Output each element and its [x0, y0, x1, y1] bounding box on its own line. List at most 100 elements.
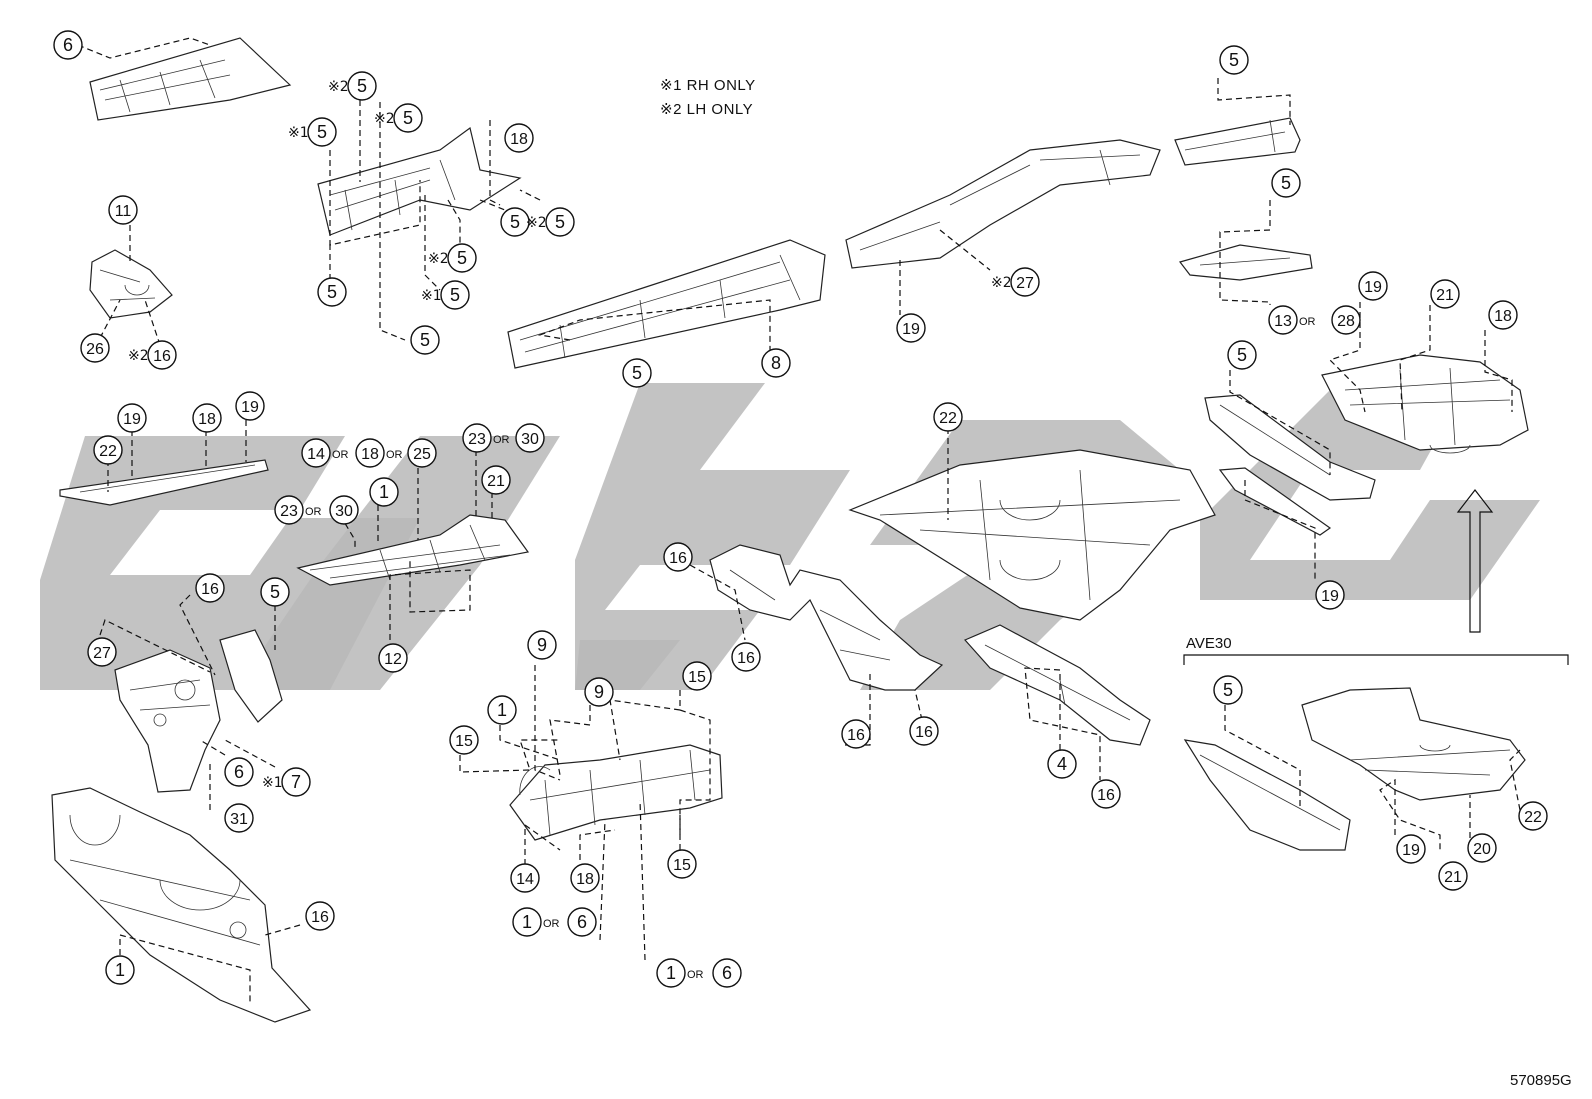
legend-note-lh: ※2 LH ONLY [660, 101, 753, 118]
part-ave30-crossmember [1183, 739, 1351, 851]
callout-5: 5 [317, 277, 347, 307]
callout-16: 16 [663, 542, 693, 572]
callout-number: 18 [1494, 308, 1512, 325]
callout-number: 1 [379, 482, 389, 502]
lh-only-marker: ※2 [991, 275, 1012, 291]
callout-circle [87, 637, 117, 667]
callout-circle [93, 435, 123, 465]
callout-14: 14 [510, 863, 540, 893]
callout-28: 28 [1331, 305, 1361, 335]
callout-circle [281, 767, 311, 797]
callout-circle [462, 423, 492, 453]
callout-8: 8 [761, 348, 791, 378]
part-front-side-member [507, 239, 826, 369]
lh-only-marker: ※2 [374, 111, 395, 127]
callout-circle [235, 391, 265, 421]
callout-5: 5 [1227, 340, 1257, 370]
callout-circle [584, 677, 614, 707]
callout-1: 1 [105, 955, 135, 985]
callout-5: 5 [260, 577, 290, 607]
callout-number: 19 [241, 399, 259, 416]
callout-5: 5※2 [328, 71, 377, 101]
callout-circle [570, 863, 600, 893]
callout-16: 16 [1091, 779, 1121, 809]
callout-number: 5 [1237, 345, 1247, 365]
callout-number: 5 [555, 212, 565, 232]
callout-circle [1467, 833, 1497, 863]
callout-5: 5 [500, 207, 530, 237]
callout-circle [1213, 675, 1243, 705]
callout-5: 5※2 [428, 243, 477, 273]
callout-20: 20 [1467, 833, 1497, 863]
callout-number: 28 [1337, 313, 1355, 330]
or-label: OR [687, 969, 704, 981]
callout-circle [567, 907, 597, 937]
figure-code: 570895G [1510, 1072, 1572, 1089]
callout-circle [512, 907, 542, 937]
callout-16: 16 [195, 573, 225, 603]
callout-number: 15 [455, 733, 473, 750]
callout-circle [896, 313, 926, 343]
callout-6: 6 [712, 958, 742, 988]
callout-circle [369, 477, 399, 507]
callout-number: 30 [335, 503, 353, 520]
callout-circle [274, 495, 304, 525]
callout-circle [515, 423, 545, 453]
callout-number: 5 [632, 363, 642, 383]
callout-5: 5 [1271, 168, 1301, 198]
callout-number: 18 [576, 871, 594, 888]
part-cowl-side [114, 649, 221, 793]
callout-number: 23 [468, 431, 486, 448]
callout-18: 18 [570, 863, 600, 893]
callout-19: 19 [235, 391, 265, 421]
callout-circle [1438, 861, 1468, 891]
callout-circle [449, 725, 479, 755]
callout-18: 18 [1488, 300, 1518, 330]
callout-number: 20 [1473, 841, 1491, 858]
callout-number: 5 [510, 212, 520, 232]
callout-circle [407, 438, 437, 468]
callout-circle [622, 358, 652, 388]
callout-number: 12 [384, 651, 402, 668]
callout-number: 5 [450, 285, 460, 305]
part-rear-floor-pan [1321, 354, 1529, 454]
part-rear-floor-assy [848, 449, 1216, 621]
callout-9: 9 [527, 630, 557, 660]
callout-circle [761, 348, 791, 378]
callout-circle [1430, 279, 1460, 309]
callout-circle [841, 719, 871, 749]
part-rocker-inner [59, 459, 269, 506]
part-bracket-11 [89, 249, 173, 319]
callout-circle [393, 103, 423, 133]
part-wheel-housing [709, 544, 944, 691]
part-center-floor [509, 744, 723, 841]
callout-19: 19 [1358, 271, 1388, 301]
callout-number: 18 [198, 411, 216, 428]
callout-circle [682, 661, 712, 691]
callout-number: 5 [1229, 50, 1239, 70]
callout-15: 15 [667, 849, 697, 879]
part-rear-rail-top [1174, 117, 1301, 166]
callout-number: 16 [1097, 787, 1115, 804]
or-label: OR [543, 918, 560, 930]
part-front-floor-pan [296, 514, 530, 586]
callout-number: 16 [915, 724, 933, 741]
callout-circle [500, 207, 530, 237]
callout-number: 15 [688, 669, 706, 686]
part-front-apron-upper [317, 126, 522, 236]
callout-number: 19 [902, 321, 920, 338]
callout-number: 22 [1524, 809, 1542, 826]
callout-number: 6 [63, 35, 73, 55]
rh-only-marker: ※1 [421, 288, 442, 304]
callout-number: 19 [1321, 588, 1339, 605]
callout-19: 19 [896, 313, 926, 343]
callout-circle [80, 333, 110, 363]
callout-circle [1227, 340, 1257, 370]
callout-circle [667, 849, 697, 879]
callout-7: 7※1 [262, 767, 311, 797]
callout-circle [1315, 580, 1345, 610]
callout-number: 22 [939, 410, 957, 427]
callout-circle [108, 195, 138, 225]
